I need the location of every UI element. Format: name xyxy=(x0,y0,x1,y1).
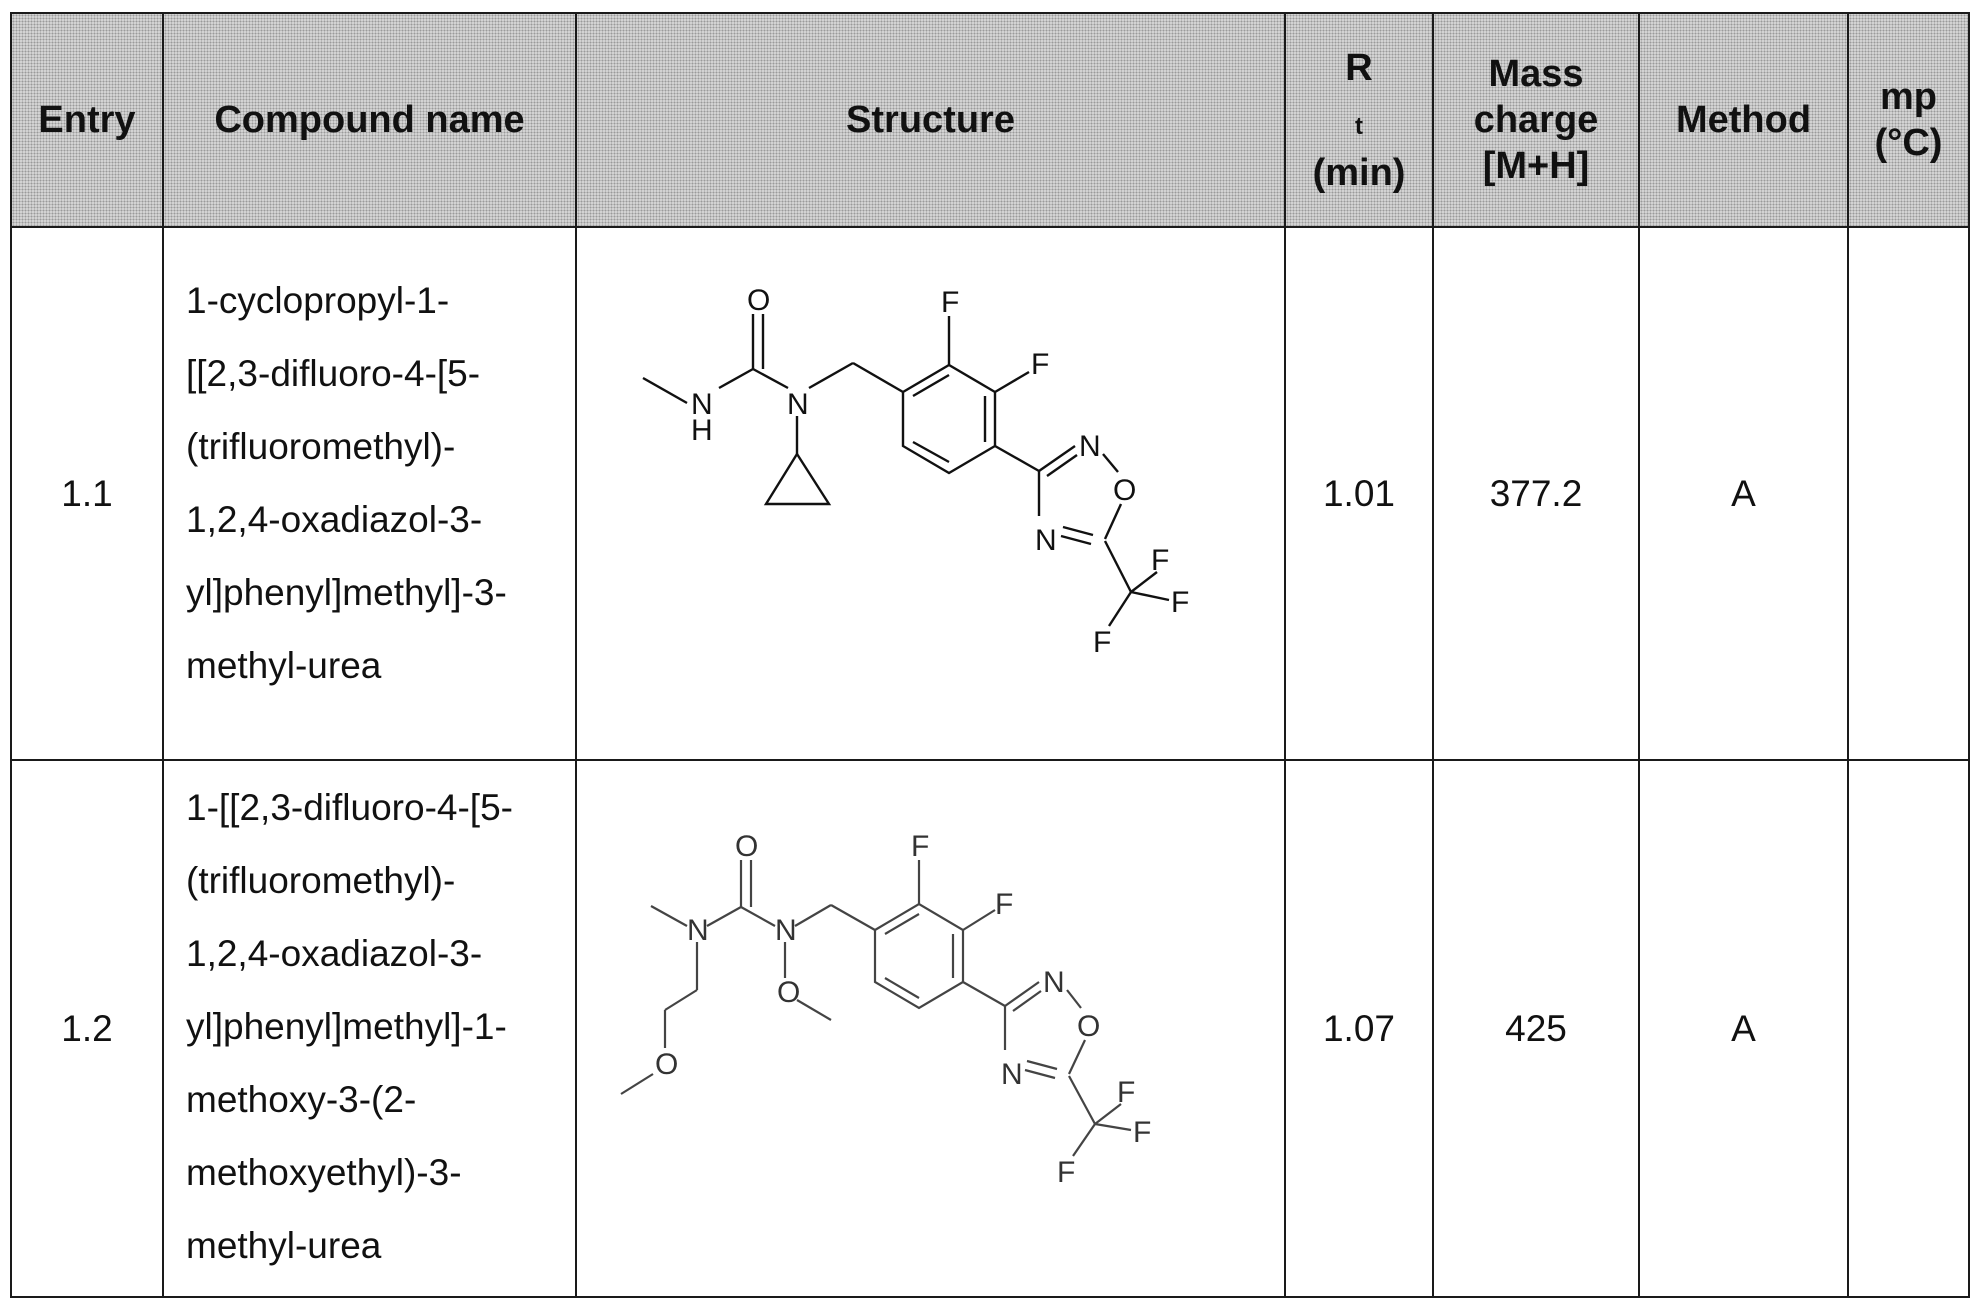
name-line: yl]phenyl]methyl]-1- xyxy=(186,990,559,1063)
atom-label: F xyxy=(995,888,1013,921)
header-compound-name: Compound name xyxy=(163,13,576,227)
entry-cell: 1.1 xyxy=(11,227,163,760)
atom-label: O xyxy=(655,1048,678,1081)
mp-cell xyxy=(1848,227,1969,760)
header-melting-point: mp (°C) xyxy=(1848,13,1969,227)
atom-label: N xyxy=(1035,524,1057,557)
mass-cell: 425 xyxy=(1433,760,1639,1297)
atom-label: O xyxy=(1113,474,1136,507)
name-line: 1-cyclopropyl-1- xyxy=(186,264,559,337)
atom-label: F xyxy=(941,286,959,319)
atom-label: F xyxy=(1151,544,1169,577)
atom-label: N xyxy=(787,388,809,421)
atom-label: F xyxy=(911,830,929,863)
entry-cell: 1.2 xyxy=(11,760,163,1297)
atom-label: F xyxy=(1057,1156,1075,1189)
header-mass-charge: Mass charge [M+H] xyxy=(1433,13,1639,227)
atom-label: O xyxy=(777,976,800,1009)
chemical-structure-1-2: O N N O O F F N O N F F F xyxy=(591,794,1271,1264)
atom-label: F xyxy=(1093,626,1111,659)
compound-table-page: Entry Compound name Structure Rt (min) M… xyxy=(10,12,1968,1248)
mass-line-2: charge xyxy=(1434,97,1638,143)
name-line: 1,2,4-oxadiazol-3- xyxy=(186,483,559,556)
chemical-structure-1-1: O N H N F F N O N F F F xyxy=(591,264,1271,724)
table-row: 1.1 1-cyclopropyl-1- [[2,3-difluoro-4-[5… xyxy=(11,227,1969,760)
structure-cell: O N N O O F F N O N F F F xyxy=(576,760,1285,1297)
table-row: 1.2 1-[[2,3-difluoro-4-[5- (trifluoromet… xyxy=(11,760,1969,1297)
atom-label: O xyxy=(1077,1010,1100,1043)
atom-label: N xyxy=(1079,430,1101,463)
name-line: (trifluoromethyl)- xyxy=(186,410,559,483)
atom-label: F xyxy=(1171,586,1189,619)
name-line: methoxyethyl)-3- xyxy=(186,1136,559,1209)
atom-label: N xyxy=(1043,966,1065,999)
name-line: 1-[[2,3-difluoro-4-[5- xyxy=(186,771,559,844)
atom-label: N xyxy=(687,914,709,947)
name-line: methyl-urea xyxy=(186,1209,559,1282)
atom-label: O xyxy=(735,830,758,863)
compound-table: Entry Compound name Structure Rt (min) M… xyxy=(10,12,1970,1298)
header-structure: Structure xyxy=(576,13,1285,227)
compound-name-cell: 1-cyclopropyl-1- [[2,3-difluoro-4-[5- (t… xyxy=(163,227,576,760)
atom-label: O xyxy=(747,284,770,317)
rt-subscript: t xyxy=(1355,113,1363,140)
name-line: yl]phenyl]methyl]-3- xyxy=(186,556,559,629)
mass-line-1: Mass xyxy=(1434,51,1638,97)
name-line: [[2,3-difluoro-4-[5- xyxy=(186,337,559,410)
method-cell: A xyxy=(1639,227,1848,760)
atom-label: F xyxy=(1031,348,1049,381)
mp-line-2: (°C) xyxy=(1849,120,1968,166)
header-entry: Entry xyxy=(11,13,163,227)
rt-symbol: R xyxy=(1286,45,1432,91)
rt-cell: 1.01 xyxy=(1285,227,1433,760)
name-line: methyl-urea xyxy=(186,629,559,702)
method-cell: A xyxy=(1639,760,1848,1297)
atom-label: F xyxy=(1117,1076,1135,1109)
structure-cell: O N H N F F N O N F F F xyxy=(576,227,1285,760)
atom-label: N xyxy=(775,914,797,947)
atom-label: H xyxy=(691,414,713,447)
mass-line-3: [M+H] xyxy=(1434,143,1638,189)
mass-cell: 377.2 xyxy=(1433,227,1639,760)
header-method: Method xyxy=(1639,13,1848,227)
header-retention-time: Rt (min) xyxy=(1285,13,1433,227)
name-line: methoxy-3-(2- xyxy=(186,1063,559,1136)
rt-unit: (min) xyxy=(1286,150,1432,196)
atom-label: N xyxy=(1001,1058,1023,1091)
rt-cell: 1.07 xyxy=(1285,760,1433,1297)
header-row: Entry Compound name Structure Rt (min) M… xyxy=(11,13,1969,227)
mp-line-1: mp xyxy=(1849,74,1968,120)
name-line: (trifluoromethyl)- xyxy=(186,844,559,917)
atom-label: F xyxy=(1133,1116,1151,1149)
mp-cell xyxy=(1848,760,1969,1297)
compound-name-cell: 1-[[2,3-difluoro-4-[5- (trifluoromethyl)… xyxy=(163,760,576,1297)
name-line: 1,2,4-oxadiazol-3- xyxy=(186,917,559,990)
